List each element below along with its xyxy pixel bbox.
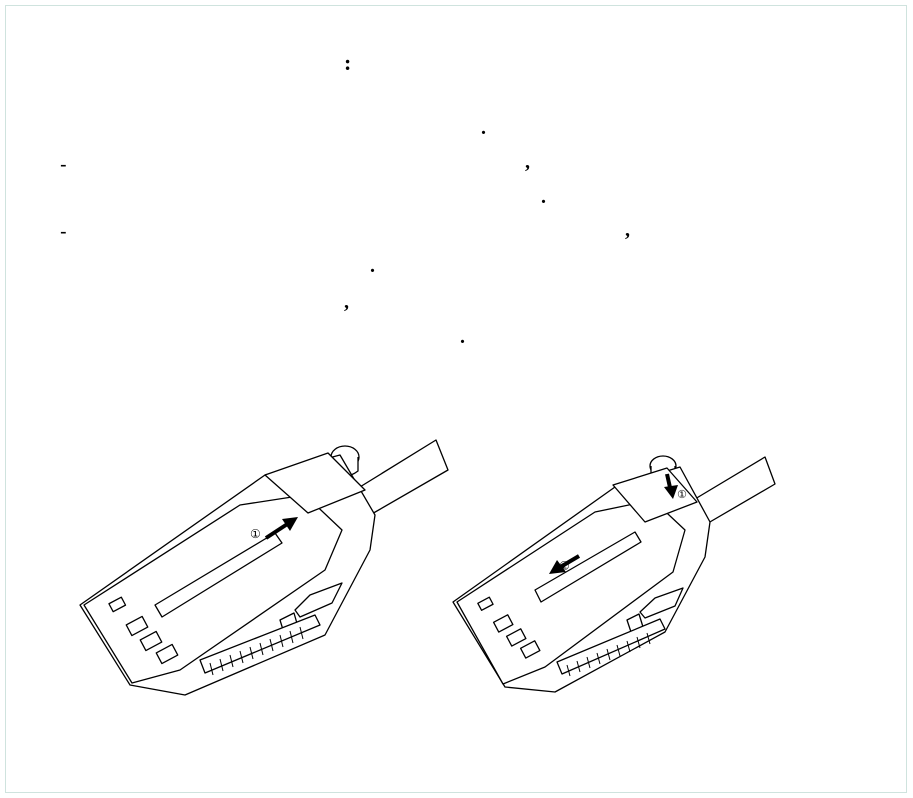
bullet-1-comma: , — [525, 151, 530, 173]
slide-arrow-icon — [549, 556, 579, 574]
radio-battery-remove-illustration: ① ② — [445, 452, 780, 707]
bullet-dash-2: - — [60, 221, 67, 243]
step-2-label: ② — [559, 559, 570, 573]
line-period: . — [460, 326, 465, 348]
paragraph-period: . — [481, 117, 486, 139]
heading-colon: : — [344, 50, 352, 75]
step-1-label: ① — [250, 527, 261, 541]
bullet-1-period: . — [541, 186, 546, 208]
arrow-icon — [266, 517, 298, 538]
page-frame — [5, 5, 907, 793]
bullet-2-comma: , — [625, 219, 630, 241]
press-arrow-icon — [664, 474, 678, 499]
line-comma: , — [344, 291, 349, 313]
step-1-label: ① — [677, 488, 687, 501]
radio-battery-attach-illustration: ① — [70, 435, 455, 710]
bullet-dash-1: - — [60, 154, 67, 176]
bullet-2-period: . — [370, 255, 375, 277]
